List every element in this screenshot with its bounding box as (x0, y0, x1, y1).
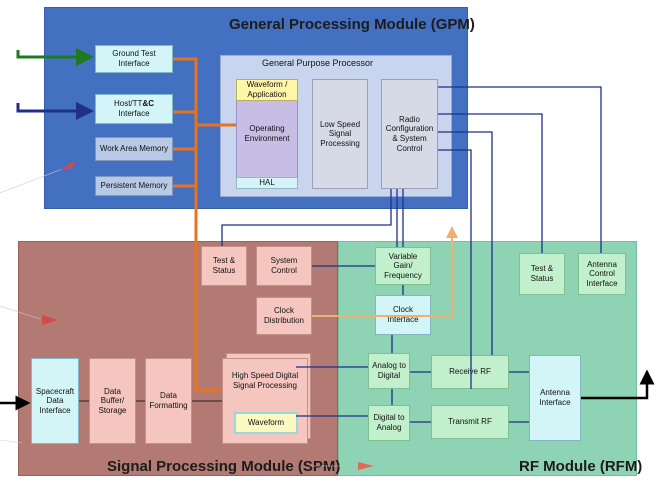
spm-title: Signal Processing Module (SPM) (107, 458, 341, 475)
red-pointer-icon (42, 315, 58, 325)
variable-gain-frequency-box: Variable Gain/ Frequency (375, 247, 431, 285)
receive-rf-box: Receive RF (431, 355, 509, 389)
ground-test-interface-box: Ground Test Interface (95, 45, 173, 73)
antenna-output-arrow (581, 369, 655, 400)
orange-processor-bus (173, 57, 236, 392)
digital-to-analog-box: Digital to Analog (368, 405, 410, 441)
radio-configuration-box: Radio Configuration & System Control (381, 79, 438, 189)
low-speed-signal-processing-box: Low Speed Signal Processing (312, 79, 368, 189)
clock-distribution-box: Clock Distribution (256, 297, 312, 335)
data-buffer-storage-box: Data Buffer/ Storage (89, 358, 136, 444)
antenna-control-interface-box: Antenna Control Interface (578, 253, 626, 295)
host-ttc-label: Host/TT&C (114, 99, 154, 109)
hal-box: HAL (236, 177, 298, 189)
gpp-title: General Purpose Processor (262, 58, 374, 68)
host-ttc-prefix: Host/TT (113, 99, 143, 109)
gpm-title: General Processing Module (GPM) (229, 16, 475, 33)
rfm-test-status-box: Test & Status (519, 253, 565, 295)
clock-line (312, 226, 458, 317)
system-control-box: System Control (256, 246, 312, 286)
data-formatting-box: Data Formatting (145, 358, 192, 444)
analog-to-digital-box: Analog to Digital (368, 353, 410, 389)
antenna-interface-box: Antenna Interface (529, 355, 581, 441)
persistent-memory-box: Persistent Memory (95, 176, 173, 196)
rfm-title: RF Module (RFM) (519, 458, 643, 475)
waveform-application-box: Waveform / Application (236, 79, 298, 101)
host-ttc-interface-box: Host/TT&C Interface (95, 94, 173, 124)
red-pointer-icon (358, 462, 374, 470)
background-diagonals (0, 165, 345, 467)
host-ttc-arrow (16, 102, 94, 120)
work-area-memory-box: Work Area Memory (95, 137, 173, 161)
ground-test-arrow (16, 48, 94, 66)
red-pointer-icon (60, 160, 76, 170)
waveform-box: Waveform (234, 412, 298, 434)
transmit-rf-box: Transmit RF (431, 405, 509, 439)
navy-control-lines (221, 86, 602, 423)
host-ttc-bold: &C (142, 99, 154, 109)
high-speed-dsp-box: High Speed Digital Signal Processing (222, 358, 308, 444)
host-ttc-suffix: Interface (118, 109, 150, 118)
spm-test-status-box: Test & Status (201, 246, 247, 286)
spacecraft-data-interface-box: Spacecraft Data Interface (31, 358, 79, 444)
